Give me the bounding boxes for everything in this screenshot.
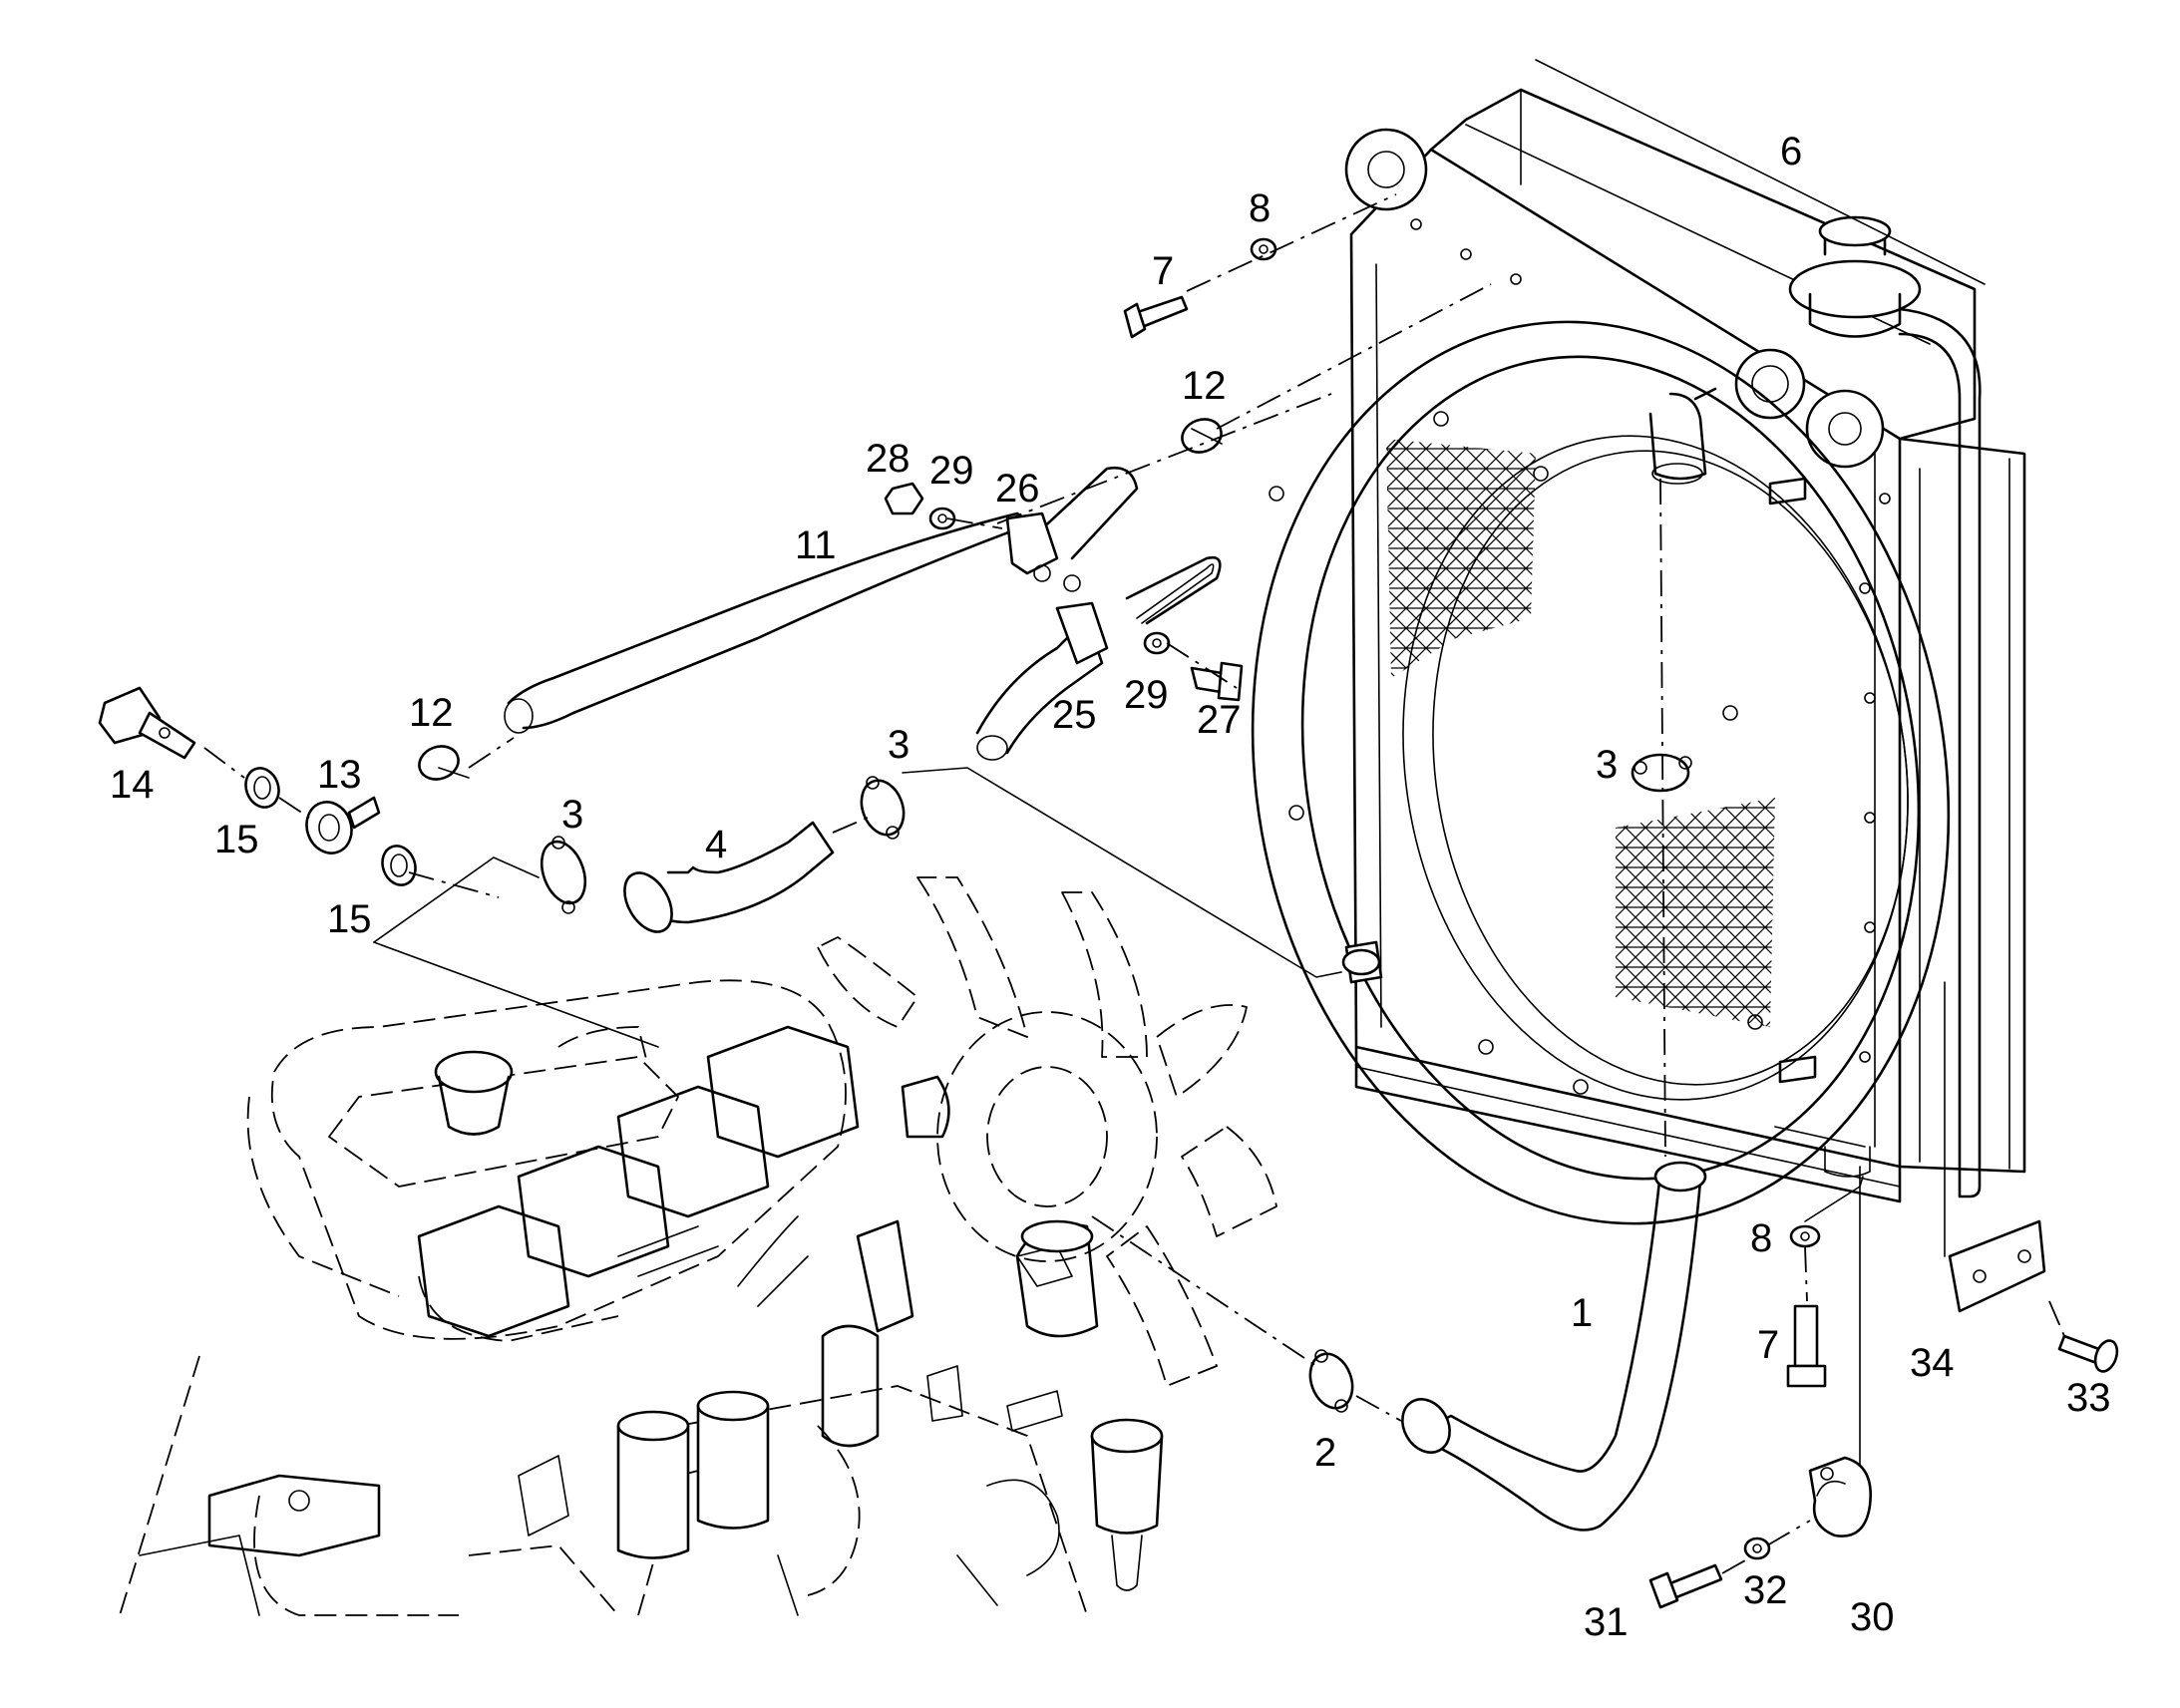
callout-33: 33: [2066, 1376, 2111, 1420]
callout-14: 14: [110, 763, 155, 807]
callout-11: 11: [795, 523, 837, 567]
callout-2: 2: [1314, 1431, 1336, 1475]
callout-29: 29: [929, 449, 974, 493]
hose-1: [1401, 1161, 1707, 1532]
hose-25: [975, 555, 1222, 761]
callout-7: 7: [1152, 249, 1174, 293]
assembly-center-lines: [203, 193, 2065, 1574]
callout-7: 7: [1757, 1323, 1779, 1367]
callout-34: 34: [1910, 1341, 1955, 1385]
callout-3: 3: [1596, 743, 1618, 787]
callout-labels: 1 2 3 3 3 4 6 7 7 8 8 11 12 12 13 14 15 …: [110, 130, 2111, 1644]
callout-29: 29: [1124, 673, 1169, 717]
callout-8: 8: [1249, 186, 1271, 230]
callout-28: 28: [866, 437, 910, 481]
engine-phantom-outline: [119, 876, 1277, 1616]
callout-15: 15: [327, 897, 372, 941]
hose-clamps: [418, 418, 1692, 1413]
callout-3: 3: [888, 723, 909, 767]
callout-6: 6: [1780, 130, 1802, 173]
callout-26: 26: [995, 467, 1040, 511]
callout-4: 4: [705, 823, 727, 866]
callout-13: 13: [317, 753, 362, 797]
fasteners: [98, 237, 2119, 1609]
hose-4: [623, 821, 835, 933]
callout-32: 32: [1743, 1568, 1788, 1612]
callout-3: 3: [561, 793, 583, 837]
radiator-assembly: [1344, 59, 2026, 1203]
callout-15: 15: [214, 818, 259, 861]
callout-31: 31: [1584, 1600, 1629, 1644]
callout-25: 25: [1052, 693, 1097, 737]
callout-8: 8: [1750, 1216, 1772, 1260]
callout-12: 12: [1182, 364, 1227, 408]
callout-27: 27: [1197, 698, 1242, 742]
callout-1: 1: [1571, 1291, 1593, 1335]
fan-shroud: [1251, 320, 1951, 1225]
callout-12: 12: [409, 691, 454, 735]
callout-30: 30: [1850, 1595, 1895, 1639]
hose-11: [504, 466, 1139, 734]
